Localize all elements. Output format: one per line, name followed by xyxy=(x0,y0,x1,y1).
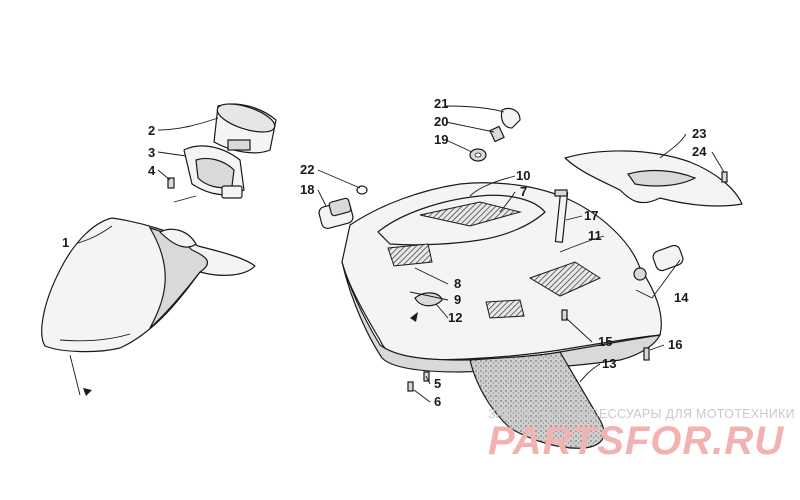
leader-lines xyxy=(77,105,725,403)
callout-18: 18 xyxy=(300,182,314,197)
part-13-floor-mat xyxy=(469,351,605,449)
part-19-washer xyxy=(469,148,487,162)
callout-11: 11 xyxy=(588,228,602,243)
callout-8: 8 xyxy=(454,276,461,291)
callout-24: 24 xyxy=(692,144,707,159)
callout-7: 7 xyxy=(520,184,527,199)
part-1-front-cowl xyxy=(41,217,256,396)
part-6-screw xyxy=(407,381,414,392)
part-16-screw xyxy=(643,347,650,361)
part-24-screw xyxy=(721,171,728,183)
callout-9: 9 xyxy=(454,292,461,307)
part-20-spring xyxy=(489,125,505,143)
part-2-gauge-housing xyxy=(213,103,277,154)
callout-12: 12 xyxy=(448,310,462,325)
callout-22: 22 xyxy=(300,162,314,177)
part-14-knob xyxy=(633,244,684,281)
callout-5: 5 xyxy=(434,376,441,391)
callout-14: 14 xyxy=(674,290,689,305)
callout-13: 13 xyxy=(602,356,616,371)
callout-17: 17 xyxy=(584,208,598,223)
part-22-ring xyxy=(356,185,368,195)
callout-labels: 1 2 3 4 5 6 7 8 9 10 11 12 13 14 15 16 1… xyxy=(62,96,707,409)
callout-4: 4 xyxy=(148,163,156,178)
main-hood-console xyxy=(341,182,662,373)
callout-19: 19 xyxy=(434,132,448,147)
callout-23: 23 xyxy=(692,126,706,141)
part-4-screw xyxy=(167,177,175,189)
callout-3: 3 xyxy=(148,145,155,160)
part-17-bolt xyxy=(554,189,569,243)
part-18-switch xyxy=(318,197,354,230)
callout-21: 21 xyxy=(434,96,448,111)
callout-2: 2 xyxy=(148,123,155,138)
callout-16: 16 xyxy=(668,337,682,352)
watermark-brand: PARTSFOR.RU xyxy=(488,419,784,463)
part-3-gauge-bracket xyxy=(183,145,245,199)
part-15-screw xyxy=(561,309,568,321)
watermark: ЗАПЧАСТИ И АКСЕССУАРЫ ДЛЯ МОТОТЕХНИКИ PA… xyxy=(488,407,795,463)
callout-6: 6 xyxy=(434,394,441,409)
callout-10: 10 xyxy=(516,168,530,183)
watermark-tagline: ЗАПЧАСТИ И АКСЕССУАРЫ ДЛЯ МОТОТЕХНИКИ xyxy=(488,407,795,421)
callout-20: 20 xyxy=(434,114,448,129)
part-21-knob xyxy=(500,107,521,129)
callout-1: 1 xyxy=(62,235,69,250)
part-23-rear-cover xyxy=(564,150,743,207)
callout-15: 15 xyxy=(598,334,612,349)
